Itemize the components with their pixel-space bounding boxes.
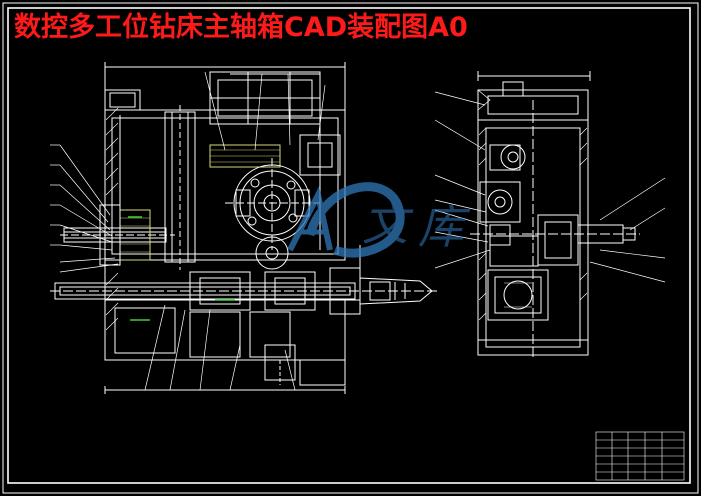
side-section-view (434, 71, 666, 360)
svg-text:文: 文 (362, 197, 414, 251)
title-block (595, 431, 685, 481)
watermark-logo: 文 库 (287, 182, 471, 258)
svg-text:库: 库 (418, 200, 471, 254)
inner-border (7, 7, 691, 484)
front-section-view (50, 62, 440, 394)
drawing-title: 数控多工位钻床主轴箱CAD装配图A0 (14, 12, 468, 43)
